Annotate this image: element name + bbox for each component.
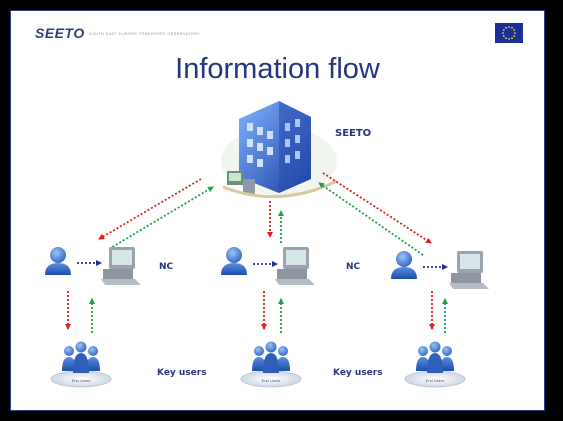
eu-star bbox=[508, 38, 510, 40]
slide-title: Information flow bbox=[175, 53, 380, 85]
logo-subtitle: SOUTH EAST EUROPE TRANSPORT OBSERVATORY bbox=[88, 30, 201, 36]
eu-star bbox=[513, 29, 516, 31]
nc-user-icon-left bbox=[45, 247, 71, 275]
nc-label-left: NC bbox=[159, 262, 174, 272]
arrow-seeto-to-nc-right bbox=[322, 172, 432, 244]
eu-star bbox=[502, 32, 504, 34]
logo-mark: SEETO bbox=[35, 25, 85, 41]
eu-stars bbox=[502, 26, 516, 40]
seeto-logo: SEETO SOUTH EAST EUROPE TRANSPORT OBSERV… bbox=[35, 25, 200, 41]
slide: SEETO SOUTH EAST EUROPE TRANSPORT OBSERV… bbox=[10, 10, 545, 411]
eu-star bbox=[513, 35, 516, 37]
eu-flag-icon bbox=[495, 23, 523, 43]
group-caption-center: End Users bbox=[262, 378, 281, 383]
nc-user-icon-right bbox=[391, 251, 417, 279]
key-users-label-left: Key users bbox=[157, 368, 207, 378]
eu-star bbox=[511, 37, 513, 40]
eu-star bbox=[514, 32, 516, 34]
flow-diagram: End Users End Users End Users bbox=[45, 101, 489, 388]
eu-star bbox=[508, 26, 510, 28]
group-caption-right: End Users bbox=[426, 378, 445, 383]
key-users-group-icon-right: End Users bbox=[404, 341, 466, 388]
key-users-label-right: Key users bbox=[333, 368, 383, 378]
eu-star bbox=[511, 26, 513, 29]
nc-computer-icon-right bbox=[449, 251, 489, 289]
arrow-seeto-to-nc-left bbox=[98, 178, 202, 240]
arrow-nc-right-to-seeto bbox=[318, 182, 424, 256]
group-caption-left: End Users bbox=[72, 378, 91, 383]
eu-star bbox=[502, 29, 505, 31]
seeto-label: SEETO bbox=[335, 128, 372, 139]
arrow-nc-left-to-seeto bbox=[108, 186, 214, 250]
eu-star bbox=[505, 37, 507, 40]
eu-star bbox=[502, 35, 505, 37]
eu-star bbox=[505, 26, 507, 29]
nc-computer-icon-left bbox=[101, 247, 141, 285]
nc-user-icon-center bbox=[221, 247, 247, 275]
nc-computer-icon-center bbox=[275, 247, 315, 285]
key-users-group-icon-center: End Users bbox=[240, 341, 302, 388]
key-users-group-icon-left: End Users bbox=[50, 341, 112, 388]
seeto-building-icon bbox=[221, 101, 338, 199]
nc-label-right: NC bbox=[346, 262, 361, 272]
